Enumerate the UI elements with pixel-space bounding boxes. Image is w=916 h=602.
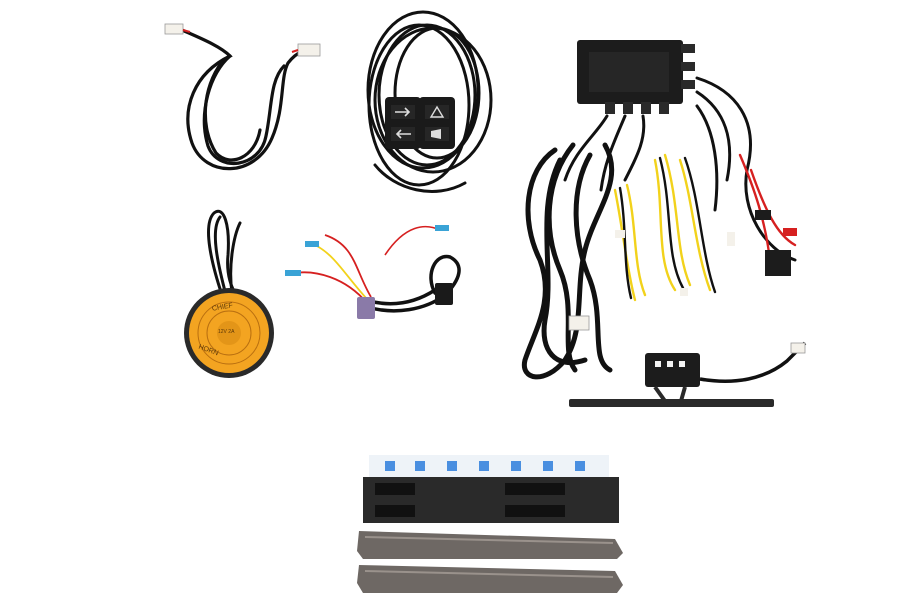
- extension-harness: [160, 18, 325, 188]
- horn: CHIEF HORN 12V 2A: [182, 205, 277, 390]
- adapter-harness: [275, 215, 485, 325]
- license-plate-light: [565, 335, 815, 415]
- horn-rating-label: 12V 2A: [218, 329, 235, 335]
- control-switch: [355, 5, 505, 205]
- control-module: [575, 38, 700, 118]
- main-wiring-harness: [515, 60, 835, 395]
- led-light-bars: [355, 455, 635, 600]
